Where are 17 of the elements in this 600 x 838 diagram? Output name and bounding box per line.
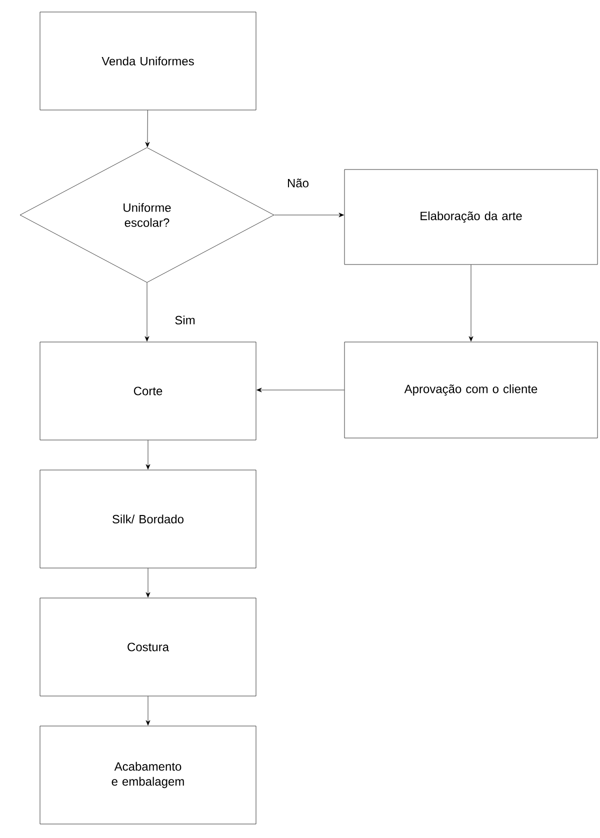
arrow: [144, 282, 150, 342]
arrow: [146, 440, 150, 470]
edge-label: Sim: [174, 314, 196, 326]
arrow: [274, 212, 344, 218]
process-box: Silk/ Bordado: [40, 470, 256, 568]
arrow: [145, 110, 150, 148]
arrow: [146, 696, 150, 726]
process-box: Costura: [40, 598, 256, 696]
arrow: [146, 568, 150, 598]
process-box: Elaboração da arte: [344, 169, 598, 265]
edge-label: Não: [286, 178, 310, 188]
arrow: [256, 388, 344, 392]
process-box: Aprovação com o cliente: [344, 342, 598, 438]
process-box: Venda Uniformes: [40, 12, 256, 110]
process-box: Corte: [40, 342, 256, 440]
arrow: [468, 264, 474, 342]
process-box: Acabamento e embalagem: [40, 726, 256, 824]
